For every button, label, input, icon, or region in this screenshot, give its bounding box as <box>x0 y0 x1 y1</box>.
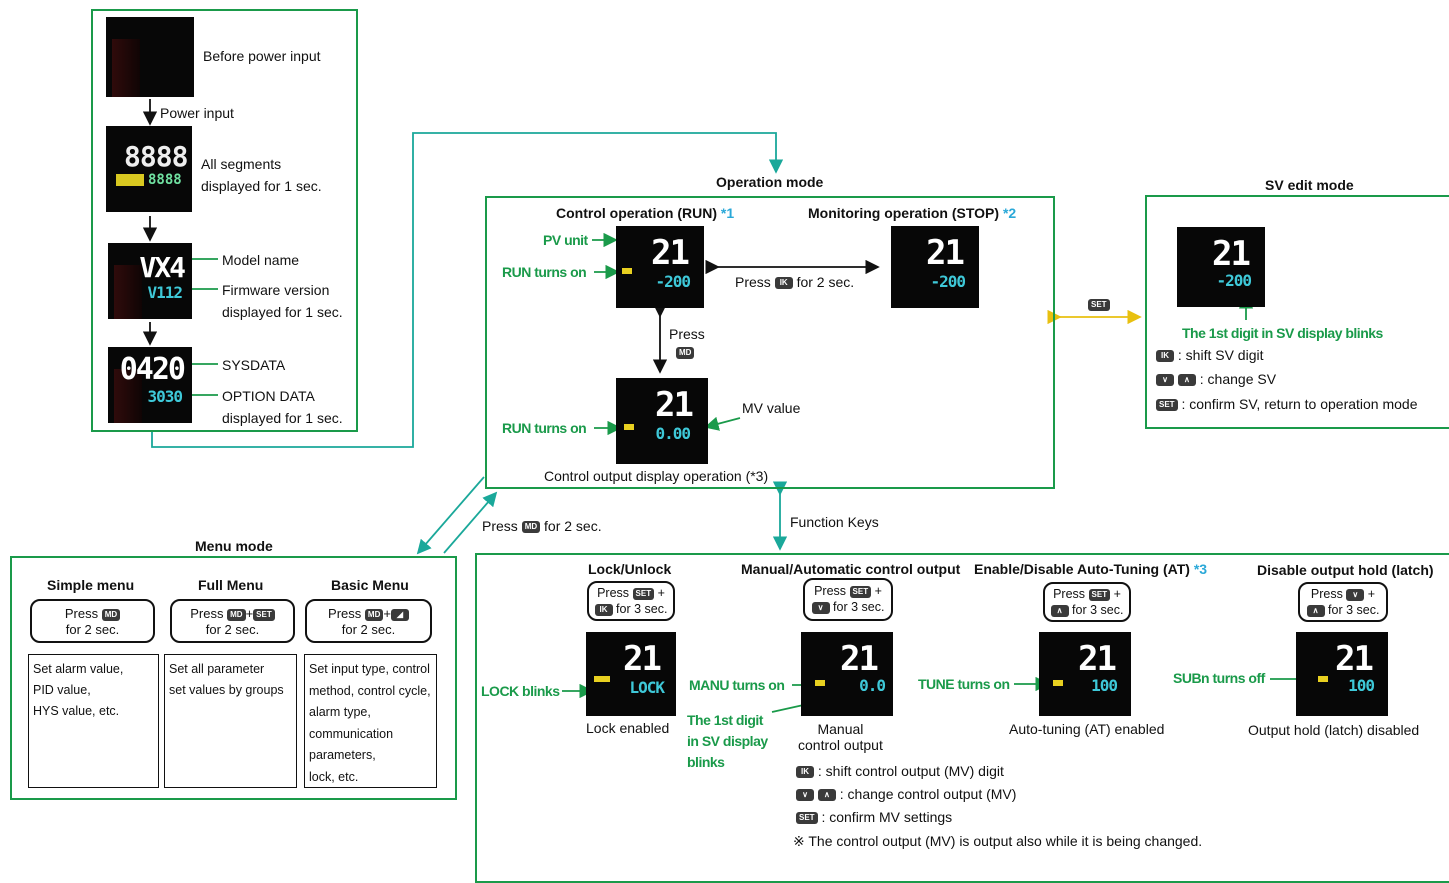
pv-unit-label: PV unit <box>543 232 588 248</box>
manu-turns-on-label: MANU turns on <box>689 677 785 693</box>
model-name-label: Model name <box>222 252 300 268</box>
function-keys-label: Function Keys <box>790 514 879 530</box>
run-stop-instruction: Press IK for 2 sec. <box>735 274 855 290</box>
simple-menu-title: Simple menu <box>47 577 135 593</box>
firmware-display: V112 <box>147 283 183 302</box>
device-display-lock: 21 LOCK <box>586 632 676 716</box>
option-data-display: 3030 <box>147 387 183 406</box>
pv-display-manual: 21 <box>840 639 879 679</box>
hold-title: Disable output hold (latch) <box>1257 562 1434 578</box>
pv-display-hold: 21 <box>1335 639 1374 679</box>
device-display-hold: 21 100 <box>1296 632 1388 716</box>
hold-instruction: Press ∨ +∧ for 3 sec. <box>1298 582 1388 622</box>
sv-display-hold: 100 <box>1348 676 1375 695</box>
lock-title: Lock/Unlock <box>588 561 672 577</box>
set-key-icon: SET <box>1088 296 1110 314</box>
lock-caption: Lock enabled <box>586 720 670 736</box>
firmware-label-1: Firmware version <box>222 282 330 298</box>
lock-blinks-label: LOCK blinks <box>481 683 560 699</box>
pv-display-output: 21 <box>655 385 694 425</box>
device-display-output: 21 0.00 <box>616 378 708 464</box>
sv-edit-title: SV edit mode <box>1265 177 1354 193</box>
mv-display-output: 0.00 <box>655 424 691 443</box>
pv-display-stop: 21 <box>926 233 965 273</box>
sysdata-display: 0420 <box>119 352 186 387</box>
mv-confirm-line: SET : confirm MV settings <box>796 809 952 825</box>
basic-menu-instruction: Press MD+◢for 2 sec. <box>305 599 432 643</box>
tune-turns-on-label: TUNE turns on <box>918 676 1010 692</box>
full-menu-title: Full Menu <box>198 577 264 593</box>
run-turns-on-label-2: RUN turns on <box>502 420 587 436</box>
sv-display-run: -200 <box>655 272 691 291</box>
startup-sequence-box <box>91 9 358 432</box>
run-title: Control operation (RUN) *1 <box>556 205 735 221</box>
md-key-icon: MD <box>676 344 695 362</box>
at-instruction: Press SET +∧ for 3 sec. <box>1043 582 1131 622</box>
sv-display-at: 100 <box>1091 676 1118 695</box>
basic-menu-title: Basic Menu <box>331 577 409 593</box>
pv-display-lock: 21 <box>623 639 662 679</box>
lock-instruction: Press SET +IK for 3 sec. <box>587 581 675 621</box>
stop-title: Monitoring operation (STOP) *2 <box>808 205 1017 221</box>
sv-display-sv-edit: -200 <box>1216 271 1252 290</box>
all-segments-label-2: displayed for 1 sec. <box>201 178 322 194</box>
power-input-label: Power input <box>160 105 234 121</box>
lock-display: LOCK <box>629 678 665 697</box>
device-display-at: 21 100 <box>1039 632 1131 716</box>
mv-change-line: ∨ ∧ : change control output (MV) <box>796 786 1016 802</box>
hold-caption: Output hold (latch) disabled <box>1248 722 1420 738</box>
device-display-model: VX4 V112 <box>108 243 192 319</box>
device-display-sv-edit: 21 -200 <box>1177 227 1265 307</box>
mv-footnote: ※ The control output (MV) is output also… <box>793 833 1203 849</box>
option-data-label-1: OPTION DATA <box>222 388 315 404</box>
at-caption: Auto-tuning (AT) enabled <box>1009 721 1165 737</box>
device-display-off <box>106 17 194 97</box>
device-display-run: 21 -200 <box>616 226 704 308</box>
model-name-display: VX4 <box>139 251 186 284</box>
sv-shift-line: IK : shift SV digit <box>1156 347 1263 363</box>
pv-display-sv-edit: 21 <box>1212 234 1251 274</box>
output-display-caption: Control output display operation (*3) <box>544 468 769 484</box>
firmware-label-2: displayed for 1 sec. <box>222 304 343 320</box>
pv-display-at: 21 <box>1078 639 1117 679</box>
device-display-all-segments: 8888 8888 <box>106 126 192 212</box>
simple-menu-desc-box: Set alarm value,PID value,HYS value, etc… <box>28 654 159 788</box>
menu-press-md-label: Press MD for 2 sec. <box>482 518 602 534</box>
mv-value-label: MV value <box>742 400 801 416</box>
sv-edit-box <box>1145 195 1449 429</box>
mv-display-manual: 0.0 <box>859 676 886 695</box>
all-segments-label-1: All segments <box>201 156 282 172</box>
run-turns-on-label: RUN turns on <box>502 264 587 280</box>
option-data-label-2: displayed for 1 sec. <box>222 410 343 426</box>
device-display-stop: 21 -200 <box>891 226 979 308</box>
sv-display-stop: -200 <box>930 272 966 291</box>
menu-mode-box <box>10 556 457 800</box>
press-md-label: Press <box>669 326 705 342</box>
operation-mode-title: Operation mode <box>716 174 824 190</box>
mv-shift-line: IK : shift control output (MV) digit <box>796 763 1004 779</box>
sv-confirm-line: SET : confirm SV, return to operation mo… <box>1156 396 1418 412</box>
device-display-manual: 21 0.0 <box>801 632 893 716</box>
manual-instruction: Press SET +∨ for 3 sec. <box>803 578 893 621</box>
shift-key-icon: IK <box>774 277 793 290</box>
before-power-label: Before power input <box>203 48 321 64</box>
device-display-sysdata: 0420 3030 <box>108 347 192 423</box>
manual-title: Manual/Automatic control output <box>741 561 961 577</box>
operation-mode-box <box>485 196 1055 489</box>
subn-turns-off-label: SUBn turns off <box>1173 670 1265 686</box>
menu-mode-title: Menu mode <box>195 538 273 554</box>
at-title: Enable/Disable Auto-Tuning (AT) *3 <box>974 561 1208 577</box>
pv-display-run: 21 <box>651 233 690 273</box>
sysdata-label: SYSDATA <box>222 357 286 373</box>
sv-blinks-label: The 1st digit in SV display blinks <box>1182 325 1383 341</box>
sv-change-line: ∨ ∧ : change SV <box>1156 371 1276 387</box>
